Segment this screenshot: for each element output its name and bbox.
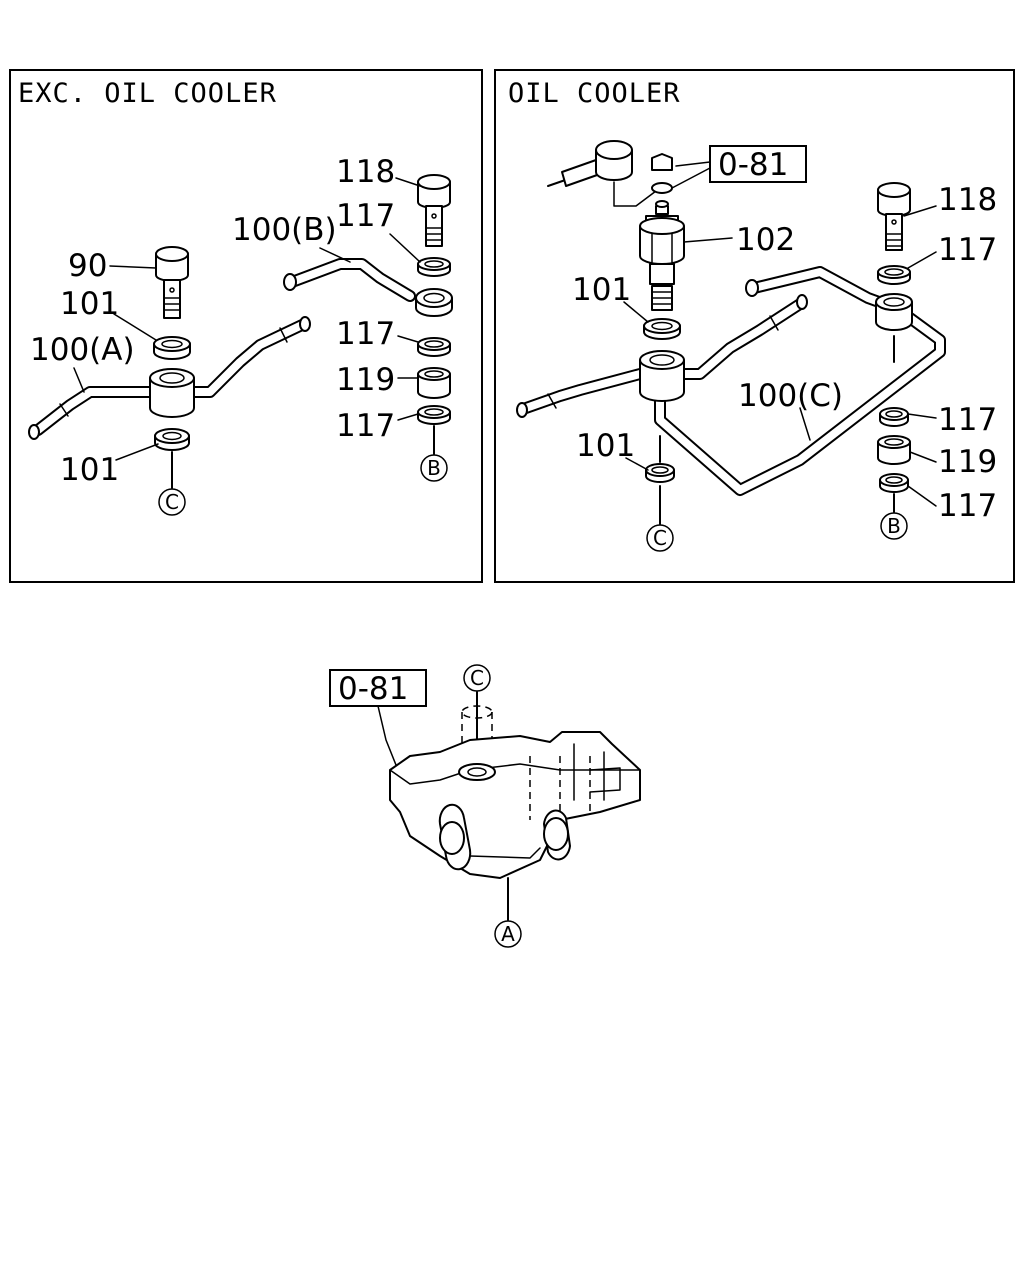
bolt-118-right <box>877 182 911 251</box>
bolt-90 <box>155 246 189 319</box>
eye-fitting-100c-right <box>875 293 913 331</box>
washer-117-mid-left <box>417 337 451 357</box>
left-panel-frame <box>9 69 483 583</box>
svg-text:0-81: 0-81 <box>718 147 788 183</box>
washer-117-top-left <box>417 257 451 277</box>
oil-pressure-switch-102 <box>639 200 685 311</box>
ref-box-081-right: 0-81 <box>671 145 807 189</box>
label-117-mid-right: 117 <box>938 402 997 438</box>
ref-box-081-bottom: 0-81 <box>329 669 427 771</box>
label-100a: 100(A) <box>30 332 135 368</box>
panel-exc-oil-cooler: EXC. OIL COOLER <box>9 69 483 583</box>
label-118-left: 118 <box>336 154 395 190</box>
eye-fitting-100c-center <box>639 350 685 402</box>
svg-text:C: C <box>165 490 179 514</box>
bolt-118-left <box>417 174 451 247</box>
svg-text:0-81: 0-81 <box>338 671 408 707</box>
connector-b-left: B <box>420 454 448 482</box>
washer-117-top-right <box>877 265 911 285</box>
label-90: 90 <box>68 248 107 284</box>
label-119-left: 119 <box>336 362 395 398</box>
label-117-bot-left: 117 <box>336 408 395 444</box>
right-panel-title: OIL COOLER <box>508 78 681 109</box>
connector-b-right: B <box>880 512 908 540</box>
connector-c-left: C <box>158 488 186 516</box>
label-100b: 100(B) <box>232 212 337 248</box>
nut-small <box>651 153 673 194</box>
washer-117-bot-right <box>879 473 909 493</box>
label-117-top-right: 117 <box>938 232 997 268</box>
svg-text:C: C <box>470 666 484 690</box>
washer-117-bot-left <box>417 405 451 425</box>
svg-text:B: B <box>427 456 441 480</box>
label-117-top-left: 117 <box>336 198 395 234</box>
right-panel-frame <box>494 69 1015 583</box>
label-100c: 100(C) <box>738 378 843 414</box>
label-101-bot-right: 101 <box>576 428 635 464</box>
spacer-119-right <box>877 435 911 465</box>
eye-fitting-100a <box>149 368 195 418</box>
svg-text:C: C <box>653 526 667 550</box>
label-118-right: 118 <box>938 182 997 218</box>
label-119-right: 119 <box>938 444 997 480</box>
washer-101-top <box>153 336 191 360</box>
connector-a-bottom: A <box>494 920 522 948</box>
label-101-top-right: 101 <box>572 272 631 308</box>
spacer-119-left <box>417 367 451 399</box>
panel-oil-cooler: OIL COOLER 0-81 <box>494 69 1015 583</box>
pressure-sender-wire <box>547 140 661 207</box>
pipe-100b <box>283 258 416 302</box>
connector-c-bottom: C <box>463 664 491 692</box>
washer-101-bottom-right <box>645 463 675 483</box>
oil-filter-body-assembly: 0-81 C A <box>329 664 641 948</box>
label-102: 102 <box>736 222 795 258</box>
eye-fitting-100b <box>415 288 453 317</box>
left-panel-title: EXC. OIL COOLER <box>18 78 277 109</box>
label-101-bot-left: 101 <box>60 452 119 488</box>
washer-101-bottom <box>154 428 190 451</box>
label-117-bot-right: 117 <box>938 488 997 524</box>
label-101-top-left: 101 <box>60 286 119 322</box>
svg-text:B: B <box>887 514 901 538</box>
washer-117-mid-right <box>879 407 909 427</box>
svg-text:A: A <box>501 922 515 946</box>
connector-c-right: C <box>646 524 674 552</box>
washer-101-top-right <box>643 318 681 340</box>
label-117-mid-left: 117 <box>336 316 395 352</box>
